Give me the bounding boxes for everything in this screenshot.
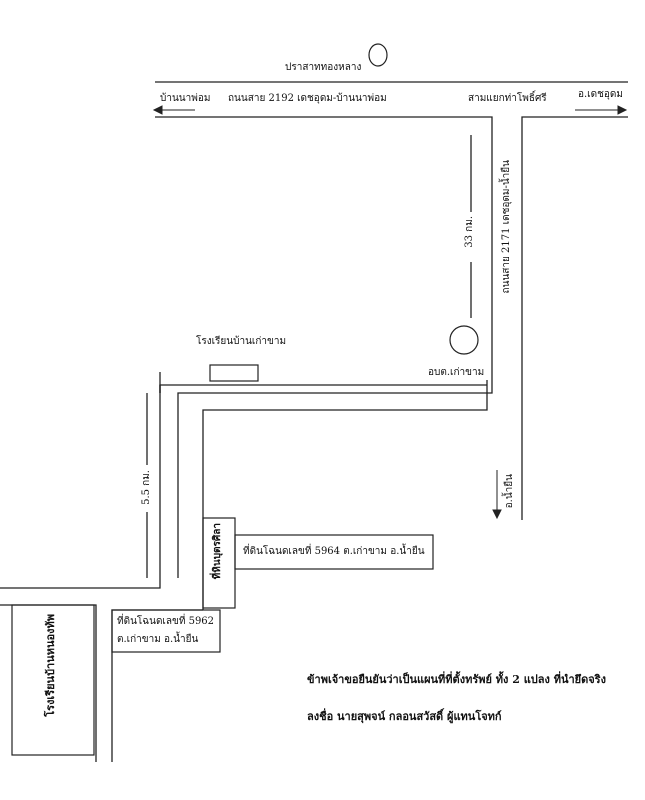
arrow-south-head [492, 509, 502, 520]
road-2192-label: ถนนสาย 2192 เดชอุดม-บ้านนาพ่อม [228, 93, 387, 104]
prasat-circle-icon [368, 43, 388, 67]
branch-road-top-edge [159, 384, 487, 393]
school-kao-kham-label: โรงเรียนบ้านเก่าขาม [196, 336, 287, 347]
school-nong-thap-box [11, 604, 95, 756]
road-2171-right-edge [521, 116, 628, 520]
branch-road-outer-edge [0, 385, 161, 589]
distance-33-label: 33 กม. [464, 216, 475, 248]
to-nam-yuen-label: อ.น้ำยืน [504, 474, 515, 509]
plot-5962-line1: ที่ดินโฉนดเลขที่ 5962 [117, 616, 215, 627]
prasat-label: ปราสาททองหลาง [285, 62, 362, 73]
public-land-label: ที่หินบุตรศิลา [212, 523, 223, 580]
obt-label: อบต.เก่าขาม [428, 367, 485, 378]
distance-55-label: 5.5 กม. [141, 470, 152, 505]
school-kao-kham-building [209, 364, 259, 382]
samyaek-label: สามแยกท่าโพธิ์ศรี [468, 93, 547, 104]
plot-5962-line2: ต.เก่าขาม อ.น้ำยืน [117, 634, 199, 645]
to-det-udom-label: อ.เดชอุดม [578, 89, 623, 100]
inner-road-edge [202, 380, 488, 610]
plot-5962-box [111, 609, 221, 653]
ban-na-phon-label: บ้านนาพ่อม [160, 93, 211, 104]
school-nong-thap-label: โรงเรียนบ้านหนองทัพ [44, 614, 57, 717]
plot-5964-box [234, 534, 434, 570]
obt-circle-icon [449, 325, 479, 355]
road-2192-bottom-edge [155, 116, 493, 578]
road-2171-label: ถนนสาย 2171 เดชอุดม-น้ำยืน [501, 160, 512, 294]
confirmation-note: ข้าพเจ้าขอยืนยันว่าเป็นแผนที่ที่ตั้งทรัพ… [307, 673, 606, 686]
arrow-west-head [152, 105, 163, 115]
arrow-east-head [617, 105, 628, 115]
signature-note: ลงชื่อ นายสุพจน์ กลอนสวัสดิ์ ผู้แทนโจทก์ [307, 710, 502, 723]
plot-5964-label: ที่ดินโฉนดเลขที่ 5964 ต.เก่าขาม อ.น้ำยืน [243, 546, 425, 557]
